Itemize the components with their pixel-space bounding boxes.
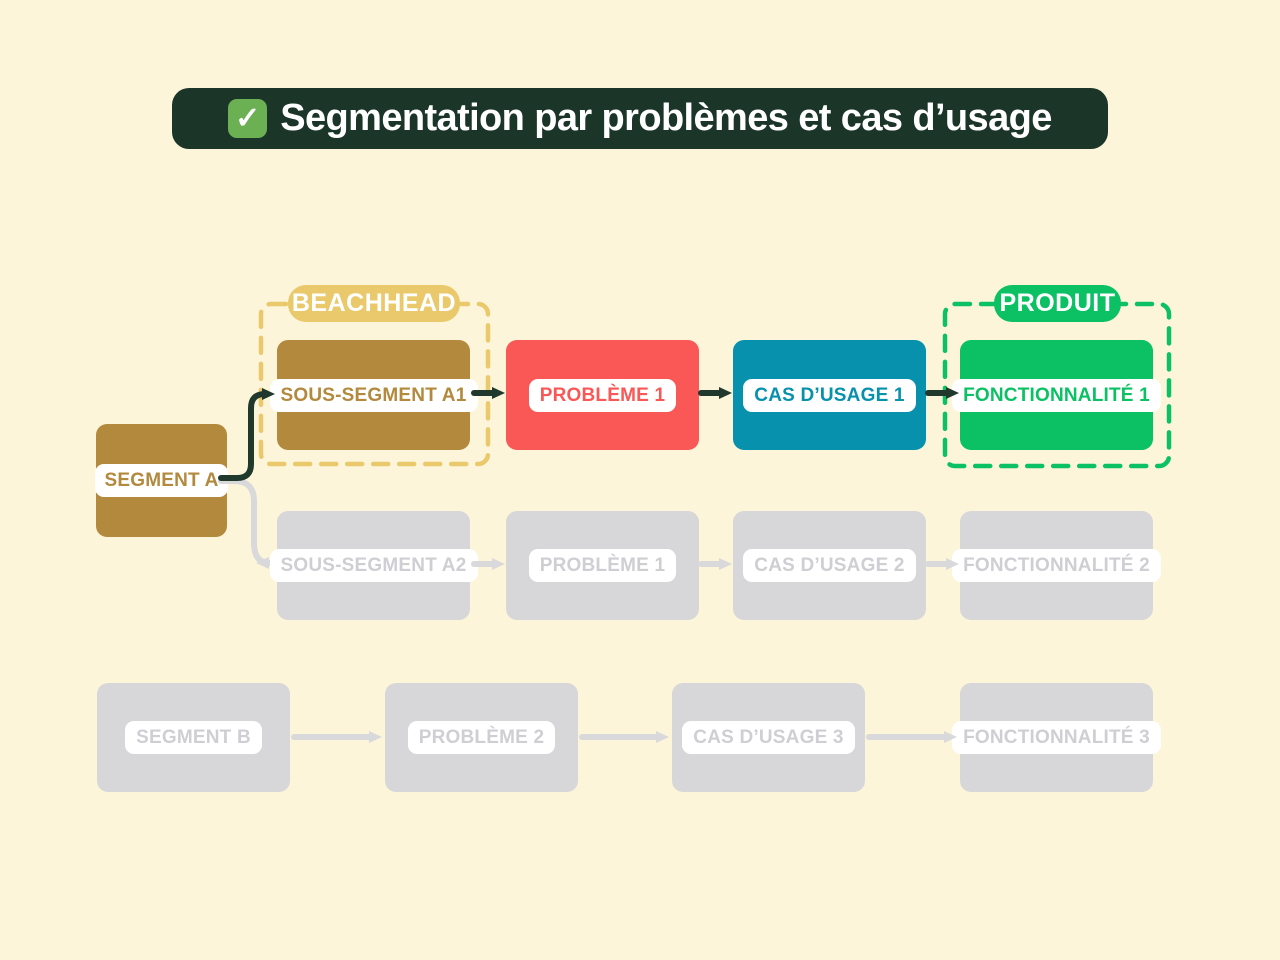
node-probleme-2-label: PROBLÈME 2 (407, 721, 556, 754)
node-segment-a-label: SEGMENT A (95, 464, 228, 497)
node-fonctionnalite-1-label: FONCTIONNALITÉ 1 (952, 378, 1161, 412)
node-fonctionnalite-3: FONCTIONNALITÉ 3 (952, 683, 1161, 792)
node-cas-usage-1: CAS D’USAGE 1 (733, 340, 926, 450)
check-icon: ✓ (228, 99, 268, 138)
node-sous-segment-a2: SOUS-SEGMENT A2 (269, 511, 478, 620)
title-banner: ✓ Segmentation par problèmes et cas d’us… (172, 88, 1108, 149)
node-segment-a: SEGMENT A (95, 424, 228, 537)
node-fonctionnalite-3-label: FONCTIONNALITÉ 3 (952, 721, 1161, 754)
node-sous-segment-a1-label: SOUS-SEGMENT A1 (269, 378, 478, 412)
node-probleme-1-label: PROBLÈME 1 (528, 378, 677, 412)
node-probleme-1: PROBLÈME 1 (506, 340, 699, 450)
node-fonctionnalite-2-label: FONCTIONNALITÉ 2 (952, 549, 1161, 582)
node-cas-usage-1-label: CAS D’USAGE 1 (743, 378, 916, 412)
node-probleme-1b: PROBLÈME 1 (506, 511, 699, 620)
page-title: Segmentation par problèmes et cas d’usag… (280, 97, 1052, 139)
node-cas-usage-3-label: CAS D’USAGE 3 (682, 721, 855, 754)
node-segment-b: SEGMENT B (97, 683, 290, 792)
node-fonctionnalite-1: FONCTIONNALITÉ 1 (952, 340, 1161, 450)
node-cas-usage-2: CAS D’USAGE 2 (733, 511, 926, 620)
node-cas-usage-3: CAS D’USAGE 3 (672, 683, 865, 792)
beachhead-badge: BEACHHEAD (288, 285, 460, 322)
node-probleme-2: PROBLÈME 2 (385, 683, 578, 792)
node-fonctionnalite-2: FONCTIONNALITÉ 2 (952, 511, 1161, 620)
node-probleme-1b-label: PROBLÈME 1 (528, 549, 677, 582)
node-segment-b-label: SEGMENT B (125, 721, 262, 754)
node-cas-usage-2-label: CAS D’USAGE 2 (743, 549, 916, 582)
node-sous-segment-a1: SOUS-SEGMENT A1 (269, 340, 478, 450)
produit-badge: PRODUIT (994, 285, 1121, 322)
node-sous-segment-a2-label: SOUS-SEGMENT A2 (269, 549, 478, 582)
